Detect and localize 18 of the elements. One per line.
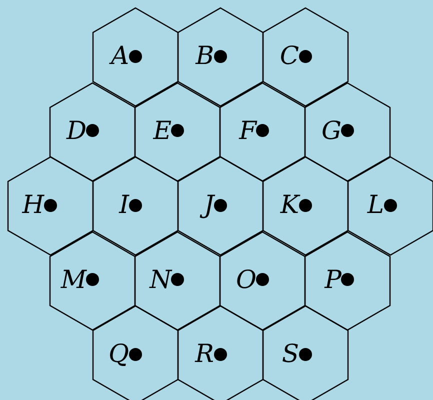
cell-letter: E — [153, 116, 172, 144]
cell-letter: H — [22, 191, 44, 219]
cell-letter: S — [282, 340, 299, 368]
cell-letter: K — [280, 191, 299, 219]
cell-letter: I — [119, 191, 129, 219]
cell-letter: A — [110, 42, 129, 70]
cell-letter: G — [322, 116, 342, 144]
cell-letter: P — [324, 266, 342, 294]
cell-letter: B — [196, 42, 214, 70]
cell-letter: L — [367, 191, 384, 219]
cell-letter: F — [239, 116, 256, 144]
cell-letter: R — [195, 340, 214, 368]
cell-letter: D — [66, 116, 86, 144]
cell-letter: O — [236, 266, 256, 294]
cell-letter: M — [60, 266, 86, 294]
cell-letter: N — [150, 266, 172, 294]
cell-letter: Q — [108, 340, 129, 368]
cell-letter: C — [280, 42, 299, 70]
